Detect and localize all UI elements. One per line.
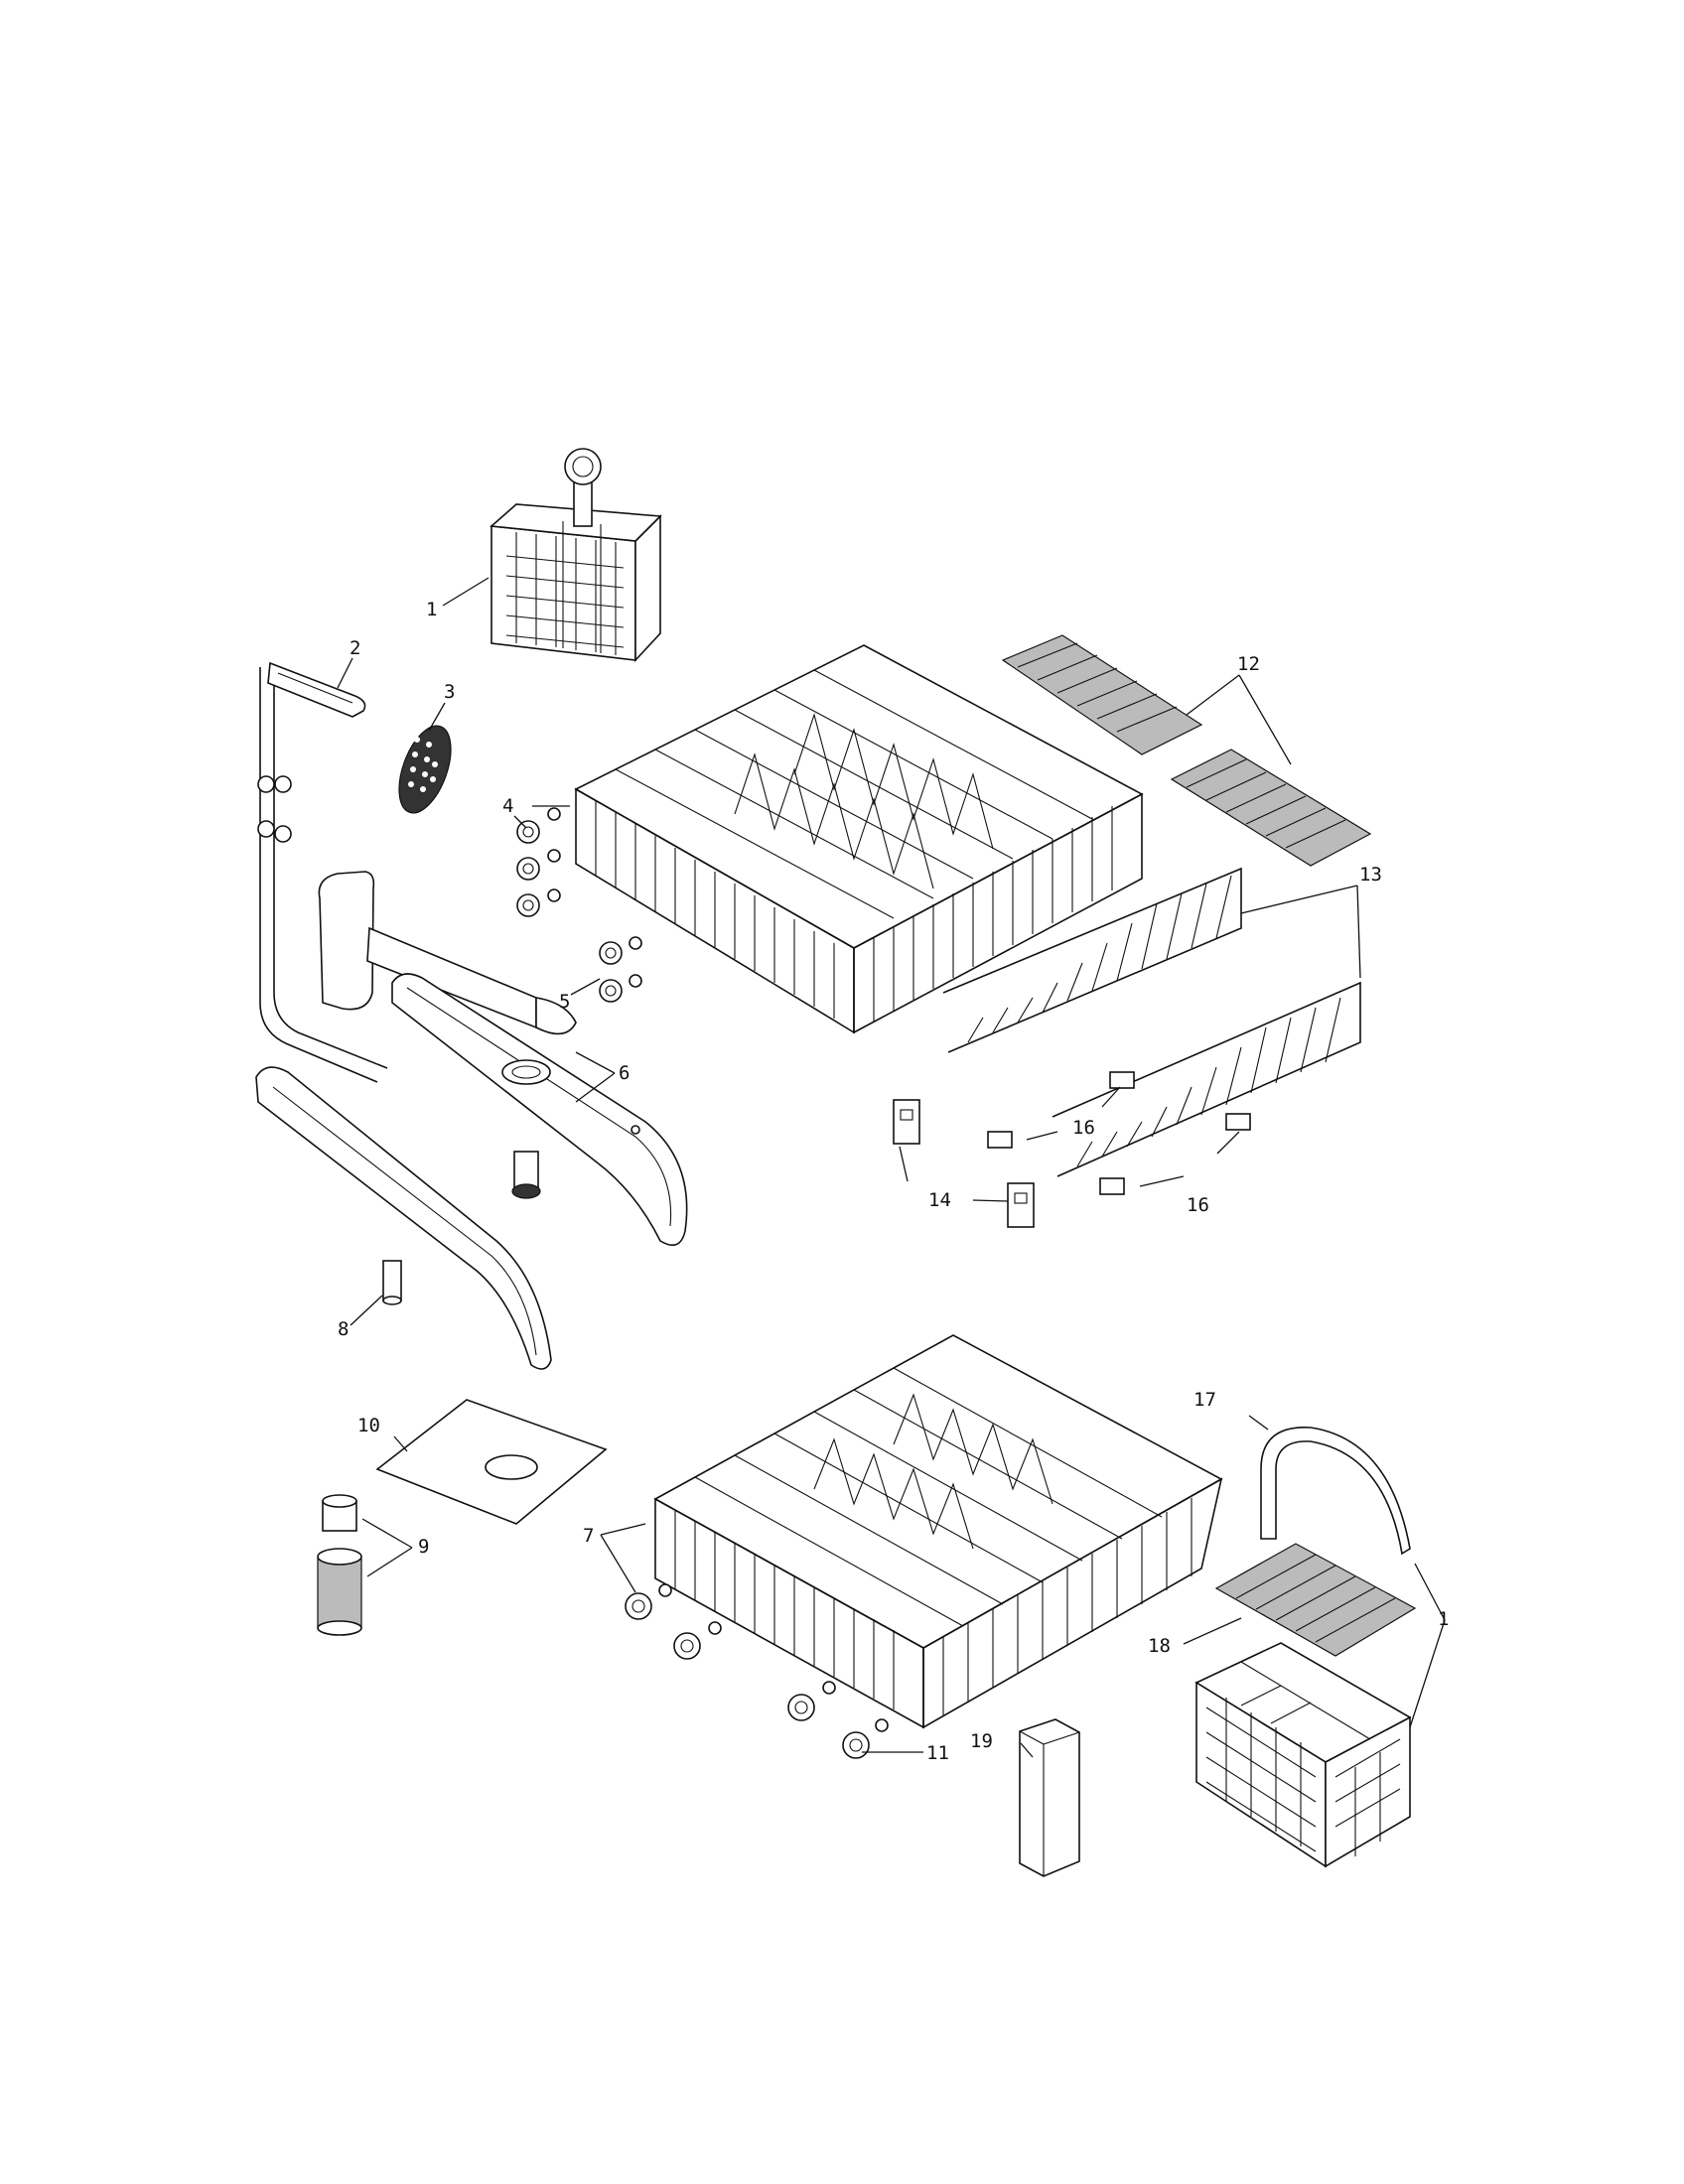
part-13-tine-rows [942, 867, 1361, 1177]
label-13: 13 [1359, 864, 1382, 886]
label-11: 11 [926, 1742, 949, 1764]
label-16-lower: 16 [1187, 1194, 1209, 1216]
supply-arm-assembly [318, 871, 577, 1035]
label-3: 3 [444, 681, 455, 703]
label-8: 8 [338, 1318, 349, 1340]
label-1-lower: 1 [1438, 1608, 1449, 1630]
part-2-spray-tube [257, 661, 388, 1083]
upper-rack [516, 644, 1144, 1034]
leader-lines [337, 577, 1446, 1758]
label-16-upper: 16 [1072, 1117, 1095, 1139]
part-labels: 1 2 3 4 5 6 7 8 9 10 11 12 13 14 16 16 1… [338, 599, 1449, 1764]
part-6-upper-spray-arm [391, 973, 688, 1247]
part-19-column [1019, 1718, 1080, 1877]
label-12: 12 [1237, 653, 1260, 675]
part-12-cup-shelves [1001, 634, 1372, 867]
lower-silverware-basket [1194, 1642, 1412, 1868]
part-3-filter-disc [398, 725, 452, 814]
part-10-sump-cover [375, 1399, 608, 1525]
label-10: 10 [357, 1415, 380, 1436]
label-4: 4 [502, 795, 513, 817]
label-1: 1 [426, 599, 437, 620]
label-18: 18 [1148, 1635, 1171, 1657]
part-17-basket-handle [1260, 1427, 1411, 1556]
part-9-filter [317, 1494, 362, 1636]
label-7: 7 [583, 1525, 594, 1547]
part-14-latches [893, 1099, 1035, 1228]
part-18-basket-cover [1214, 1543, 1417, 1657]
part-8-lower-spray-arm [255, 1066, 552, 1370]
label-14: 14 [928, 1189, 951, 1211]
part-16-clips [987, 1071, 1251, 1195]
label-19: 19 [970, 1730, 993, 1752]
label-9: 9 [418, 1536, 429, 1558]
label-6: 6 [619, 1062, 630, 1084]
lower-rack [625, 1334, 1223, 1759]
part-1-silverware-basket [490, 448, 662, 663]
label-5: 5 [559, 991, 570, 1013]
label-2: 2 [350, 637, 360, 659]
label-17: 17 [1193, 1389, 1216, 1411]
